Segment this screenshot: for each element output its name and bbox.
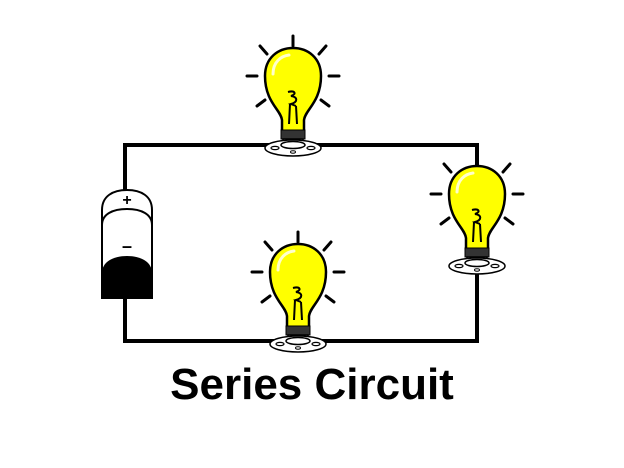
battery	[101, 188, 153, 299]
bulb-bottom	[250, 230, 346, 354]
battery-negative-label: –	[122, 236, 132, 256]
bulb-top	[245, 34, 341, 158]
battery-positive-label: +	[122, 192, 131, 209]
diagram-title: Series Circuit	[170, 360, 454, 409]
bulb-right	[429, 152, 525, 276]
